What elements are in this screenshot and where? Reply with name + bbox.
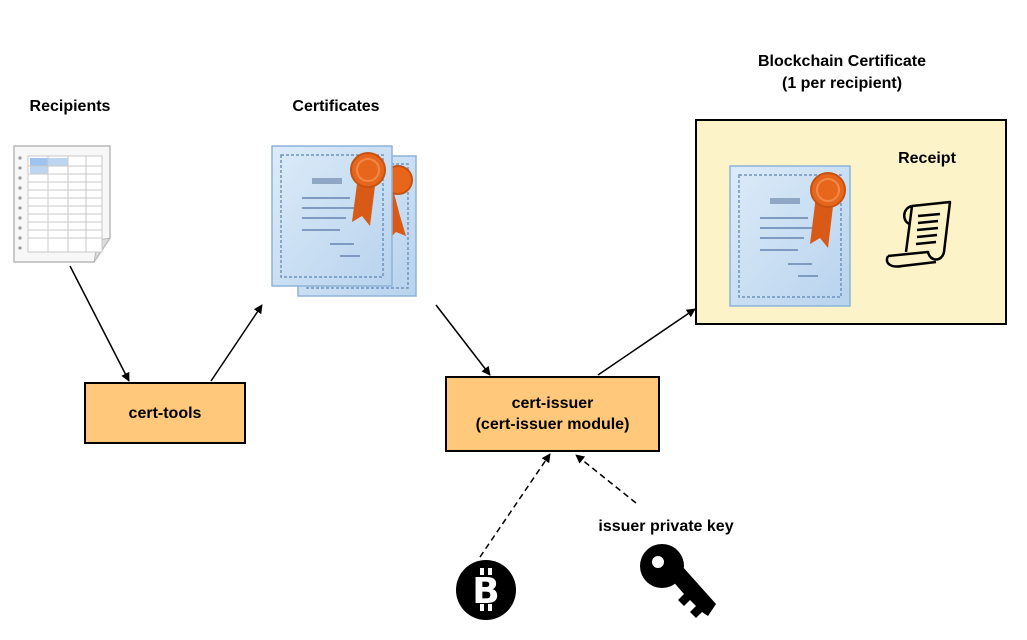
certificate-icon	[729, 165, 851, 307]
arrow-certificates-to-cert-issuer	[435, 304, 491, 376]
arrow-bitcoin-to-cert-issuer	[479, 453, 551, 558]
arrow-cert-tools-to-certificates	[210, 304, 263, 382]
cert-tools-label: cert-tools	[128, 404, 202, 422]
spreadsheet-icon	[13, 145, 112, 263]
cert-issuer-box: cert-issuer (cert-issuer module)	[445, 376, 660, 452]
certificates-label: Certificates	[292, 98, 380, 115]
certificate-stack-icon	[271, 145, 417, 297]
blockchain-certificate-title: Blockchain Certificate	[757, 53, 927, 70]
flow-arrows	[69, 265, 696, 558]
arrow-key-to-cert-issuer	[575, 454, 637, 504]
arrow-cert-issuer-to-blockchain	[597, 308, 696, 376]
cert-issuer-module-label: (cert-issuer module)	[475, 416, 630, 433]
receipt-scroll-icon	[885, 200, 952, 268]
receipt-label: Receipt	[898, 150, 956, 167]
cert-issuer-label: cert-issuer	[511, 395, 594, 412]
cert-tools-box: cert-tools	[84, 382, 246, 444]
svg-text:B: B	[472, 571, 499, 612]
issuer-private-key-label: issuer private key	[598, 518, 734, 535]
bitcoin-icon: B	[456, 560, 516, 620]
arrow-recipients-to-cert-tools	[69, 265, 130, 382]
blockchain-certificate-subtitle: (1 per recipient)	[781, 75, 903, 92]
key-icon	[640, 544, 716, 618]
recipients-label: Recipients	[29, 98, 111, 115]
